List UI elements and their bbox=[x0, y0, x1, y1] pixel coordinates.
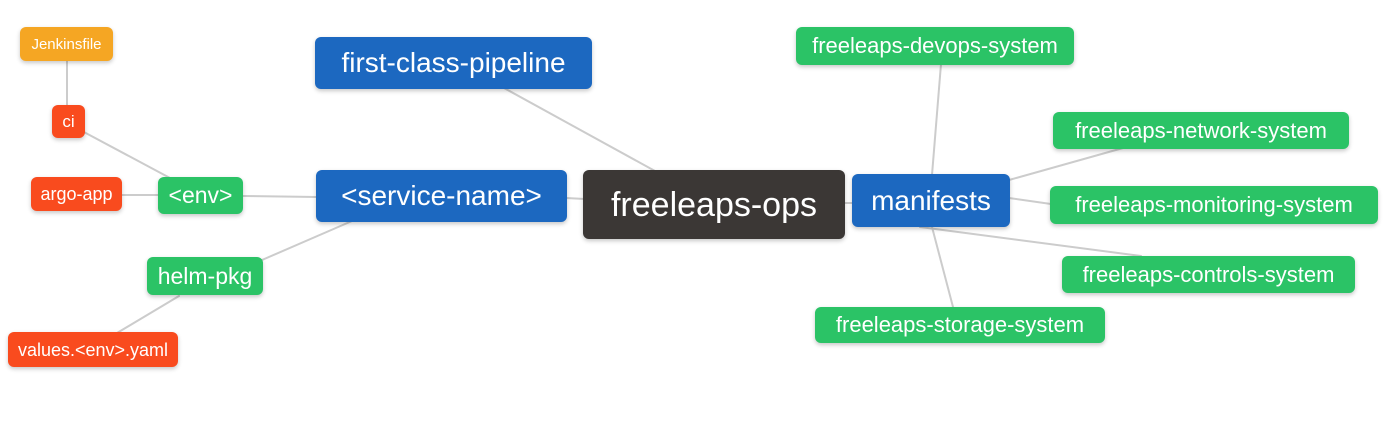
edge-values-env-yaml-to-helm-pkg bbox=[116, 295, 180, 334]
node-jenkinsfile[interactable]: Jenkinsfile bbox=[20, 27, 113, 61]
node-monitoring-system[interactable]: freeleaps-monitoring-system bbox=[1050, 186, 1378, 224]
node-network-system[interactable]: freeleaps-network-system bbox=[1053, 112, 1349, 149]
edge-manifests-to-storage-system bbox=[931, 226, 954, 308]
edge-manifests-to-controls-system bbox=[919, 226, 1142, 257]
edge-service-name-to-freeleaps-ops bbox=[565, 197, 586, 200]
edge-manifests-to-monitoring-system bbox=[1008, 197, 1052, 205]
node-freeleaps-ops[interactable]: freeleaps-ops bbox=[583, 170, 845, 239]
node-helm-pkg[interactable]: helm-pkg bbox=[147, 257, 263, 295]
node-env[interactable]: <env> bbox=[158, 177, 243, 214]
edge-manifests-to-network-system bbox=[1008, 147, 1124, 181]
node-storage-system[interactable]: freeleaps-storage-system bbox=[815, 307, 1105, 343]
node-argo-app[interactable]: argo-app bbox=[31, 177, 122, 211]
edge-manifests-to-devops-system bbox=[931, 63, 942, 176]
edge-env-to-service-name bbox=[242, 195, 318, 198]
node-values-env-yaml[interactable]: values.<env>.yaml bbox=[8, 332, 178, 367]
edge-first-class-pipeline-to-freeleaps-ops bbox=[503, 87, 656, 172]
edge-helm-pkg-to-service-name bbox=[261, 220, 353, 261]
node-controls-system[interactable]: freeleaps-controls-system bbox=[1062, 256, 1355, 293]
node-manifests[interactable]: manifests bbox=[852, 174, 1010, 227]
edge-ci-to-env bbox=[81, 130, 171, 179]
node-service-name[interactable]: <service-name> bbox=[316, 170, 567, 222]
node-ci[interactable]: ci bbox=[52, 105, 85, 138]
node-first-class-pipeline[interactable]: first-class-pipeline bbox=[315, 37, 592, 89]
node-devops-system[interactable]: freeleaps-devops-system bbox=[796, 27, 1074, 65]
